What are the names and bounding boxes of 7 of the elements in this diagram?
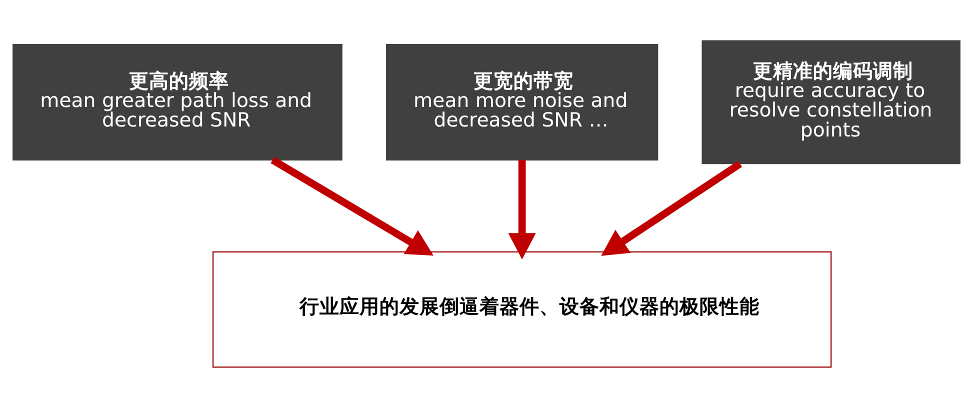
arrow [601, 160, 742, 256]
arrow [270, 156, 434, 256]
node-box: 更精准的编码调制 require accuracy to resolve constellation points [702, 40, 960, 164]
node-box: 行业应用的发展倒逼着器件、设备和仪器的极限性能 [212, 250, 832, 368]
node-box: 更宽的带宽 mean more noise and decreased SNR … [386, 43, 658, 160]
node-box: 更高的频率 mean greater path loss and decreased SNR [12, 43, 342, 160]
arrow [508, 159, 536, 259]
